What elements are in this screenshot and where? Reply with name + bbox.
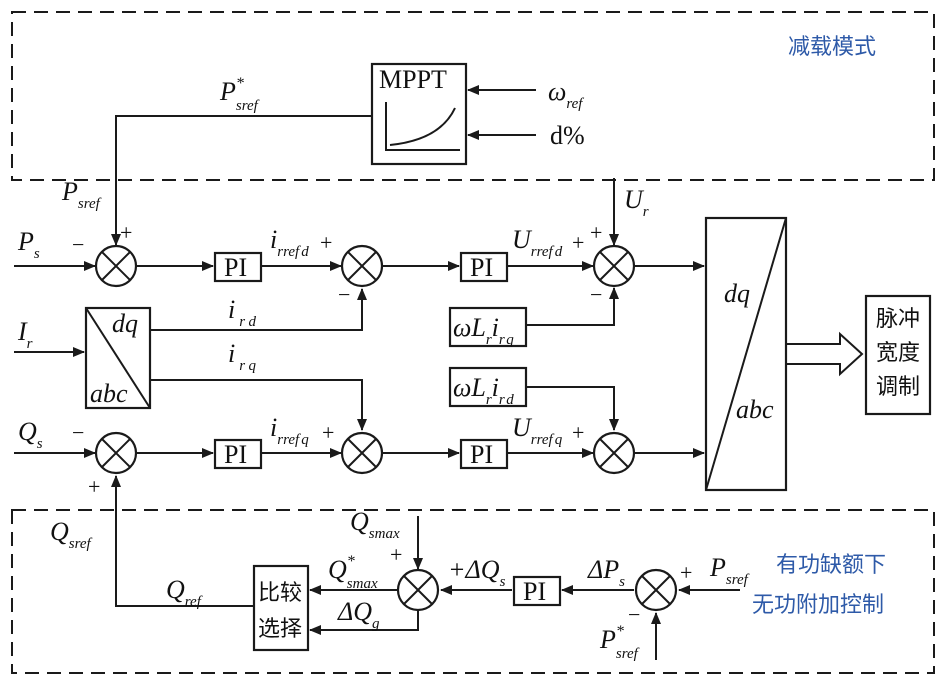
- svg-text:dq: dq: [724, 279, 750, 308]
- svg-text:+: +: [572, 230, 584, 255]
- mppt-block: [370, 62, 468, 166]
- svg-text:+: +: [120, 220, 132, 245]
- svg-text:PI: PI: [470, 440, 493, 469]
- svg-text:选择: 选择: [258, 617, 302, 642]
- pi-block-id: [459, 251, 509, 283]
- reactive-control-label-1: 有功缺额下: [776, 553, 886, 578]
- wl-irq-block: [448, 306, 528, 348]
- q-ref-label: Qref: [166, 575, 203, 610]
- mppt-curve-axes: [385, 102, 460, 151]
- pi-block-iq: [459, 438, 509, 470]
- mppt-label: MPPT: [379, 65, 447, 94]
- pwm-block: [864, 294, 932, 416]
- p-sref-right-label: Psref: [709, 553, 750, 588]
- q-smax-star-label: Q*smax: [328, 553, 378, 592]
- svg-text:−: −: [338, 282, 350, 307]
- i-r-label: Ir: [17, 317, 33, 352]
- svg-text:−: −: [72, 420, 84, 445]
- derating-mode-region: [11, 11, 935, 181]
- d-percent-label: d%: [550, 121, 585, 150]
- svg-text:abc: abc: [736, 395, 774, 424]
- pi-block-deltap: [512, 575, 562, 607]
- svg-text:宽度: 宽度: [876, 341, 920, 366]
- p-sref-star-bottom-label: P*sref: [599, 623, 640, 662]
- svg-text:+: +: [88, 474, 100, 499]
- q-s-label: Qs: [18, 417, 43, 452]
- mppt-curve: [389, 107, 456, 146]
- reactive-control-region: [11, 509, 935, 674]
- p-sref-star-label: P*sref: [219, 75, 260, 114]
- svg-text:PI: PI: [470, 253, 493, 282]
- delta-p-s-label: ΔPs: [587, 555, 625, 590]
- compare-select-block: [252, 564, 310, 652]
- svg-text:PI: PI: [224, 440, 247, 469]
- omega-ref-label: ωref: [548, 77, 584, 112]
- svg-text:−: −: [590, 282, 602, 307]
- delta-q-s-label: +ΔQs: [448, 555, 506, 590]
- svg-text:+: +: [390, 542, 402, 567]
- q-smax-label: Qsmax: [350, 507, 400, 542]
- svg-text:PI: PI: [224, 253, 247, 282]
- u-r-label: Ur: [624, 185, 649, 220]
- derating-mode-label: 减载模式: [788, 35, 876, 60]
- svg-text:+: +: [320, 230, 332, 255]
- svg-text:+: +: [572, 420, 584, 445]
- svg-text:−: −: [628, 602, 640, 627]
- svg-text:+: +: [680, 560, 692, 585]
- svg-text:+: +: [322, 420, 334, 445]
- svg-text:+: +: [590, 220, 602, 245]
- svg-text:PI: PI: [523, 577, 546, 606]
- pi-block-q: [213, 438, 263, 470]
- svg-text:dq: dq: [112, 309, 138, 338]
- output-arrow: [786, 331, 864, 377]
- svg-text:abc: abc: [90, 379, 128, 408]
- p-s-label: Ps: [17, 227, 40, 262]
- svg-text:脉冲: 脉冲: [876, 307, 920, 332]
- svg-text:比较: 比较: [258, 581, 302, 606]
- q-sref-label: Qsref: [50, 517, 93, 552]
- p-sref-label: Psref: [61, 177, 102, 212]
- reactive-control-label-2: 无功附加控制: [752, 593, 884, 618]
- svg-text:−: −: [72, 232, 84, 257]
- delta-q-g-label: ΔQg: [337, 597, 380, 632]
- svg-text:调制: 调制: [876, 375, 920, 400]
